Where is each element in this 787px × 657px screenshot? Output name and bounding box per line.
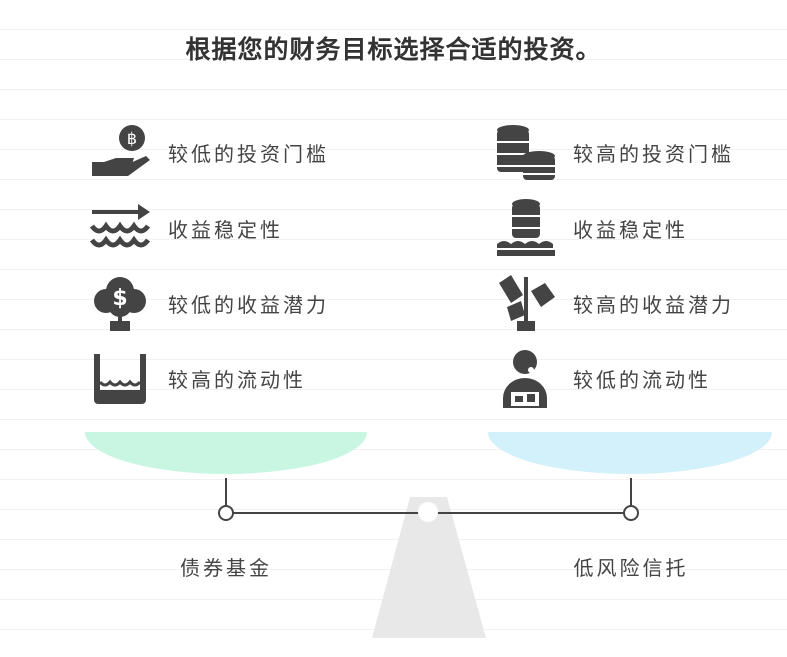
hand-bitcoin-icon: ฿: [92, 125, 150, 176]
svg-text:$: $: [112, 286, 127, 311]
right-item-label: 较低的流动性: [573, 367, 711, 392]
right-item-stability: 收益稳定性: [495, 198, 688, 258]
coin-stack-water-icon: [497, 199, 555, 256]
left-item-label: 较低的收益潜力: [168, 292, 329, 317]
svg-text:฿: ฿: [127, 129, 137, 148]
left-option-label: 债券基金: [180, 556, 272, 580]
fulcrum: [372, 497, 486, 638]
right-option-label: 低风险信托: [573, 556, 689, 580]
right-joint: [623, 505, 639, 521]
money-tree-icon: $: [94, 277, 146, 331]
left-item-label: 较低的投资门槛: [168, 141, 329, 166]
page-title: 根据您的财务目标选择合适的投资。: [185, 35, 602, 64]
left-item-label: 较高的流动性: [168, 367, 306, 392]
right-item-label: 收益稳定性: [573, 217, 688, 242]
left-item-return: $ 较低的收益潜力: [90, 273, 329, 333]
coin-stacks-icon: [497, 125, 555, 180]
right-item-return: 较高的收益潜力: [495, 273, 734, 333]
right-item-liquidity: 较低的流动性: [495, 348, 711, 408]
pivot: [418, 502, 438, 522]
left-pan: [85, 432, 367, 474]
left-item-threshold: ฿ 较低的投资门槛: [90, 122, 329, 182]
left-item-label: 收益稳定性: [168, 217, 283, 242]
right-item-label: 较高的收益潜力: [573, 292, 734, 317]
sad-person-icon: [503, 350, 547, 408]
right-item-label: 较高的投资门槛: [573, 141, 734, 166]
arrow-waves-icon: [90, 204, 151, 248]
water-container-icon: [94, 354, 146, 404]
right-pan: [488, 432, 772, 474]
left-joint: [218, 505, 234, 521]
money-plant-icon: [499, 275, 555, 331]
right-item-threshold: 较高的投资门槛: [495, 122, 734, 182]
left-item-stability: 收益稳定性: [90, 198, 283, 258]
left-item-liquidity: 较高的流动性: [90, 348, 306, 408]
